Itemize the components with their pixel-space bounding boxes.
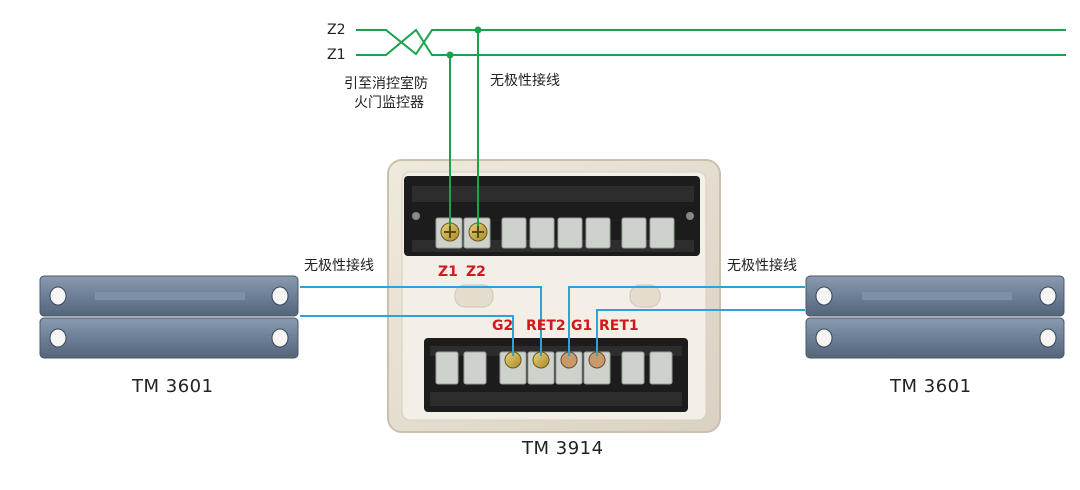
terminal-z1-label: Z1: [438, 264, 458, 280]
control-room-label-line2: 火门监控器: [354, 95, 424, 111]
nonpolar-label-right: 无极性接线: [727, 258, 797, 274]
nonpolar-label-top: 无极性接线: [490, 73, 560, 89]
z2-junction-dot: [474, 26, 482, 34]
left-sensor: [39, 275, 299, 359]
nonpolar-label-left: 无极性接线: [304, 258, 374, 274]
z1-wire-label: Z1: [327, 47, 346, 63]
z1-junction-dot: [446, 51, 454, 59]
z2-wire-label: Z2: [327, 22, 346, 38]
terminal-g2-label: G2: [492, 318, 514, 334]
terminal-z2-label: Z2: [466, 264, 486, 280]
top-terminal-block: [404, 176, 700, 256]
left-sensor-model-label: TM 3601: [132, 376, 214, 397]
right-sensor-model-label: TM 3601: [890, 376, 972, 397]
terminal-ret2-label: RET2: [526, 318, 566, 334]
module-model-label: TM 3914: [522, 438, 604, 459]
bottom-terminal-block: [424, 338, 688, 412]
terminal-ret1-label: RET1: [599, 318, 639, 334]
terminal-g1-label: G1: [571, 318, 593, 334]
bus-wires: [356, 28, 1066, 226]
sensor-wires: [300, 286, 805, 356]
control-room-label-line1: 引至消控室防: [344, 76, 428, 92]
right-sensor: [805, 275, 1065, 359]
